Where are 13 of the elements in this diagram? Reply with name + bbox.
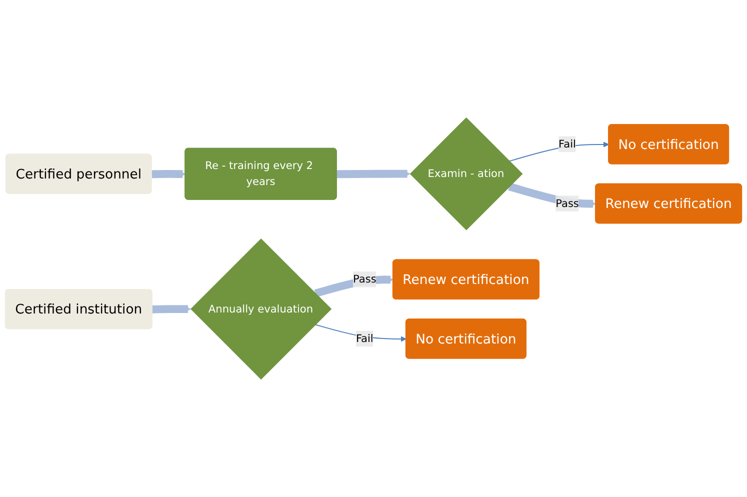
- node-diamond: Annually evaluation: [190, 238, 332, 380]
- edge-label: Pass: [556, 196, 579, 210]
- edge-label: Pass: [352, 272, 376, 286]
- arrow: [150, 170, 186, 178]
- arrow: [336, 170, 410, 178]
- node-diamond: Examin - ation: [410, 117, 523, 230]
- edge-label: Fail: [558, 138, 576, 150]
- arrow: [314, 276, 394, 298]
- edge-label: Fail: [356, 332, 374, 345]
- arrow: [151, 305, 191, 314]
- arrow: [314, 324, 406, 342]
- arrow: [508, 182, 596, 208]
- arrow: [508, 142, 609, 162]
